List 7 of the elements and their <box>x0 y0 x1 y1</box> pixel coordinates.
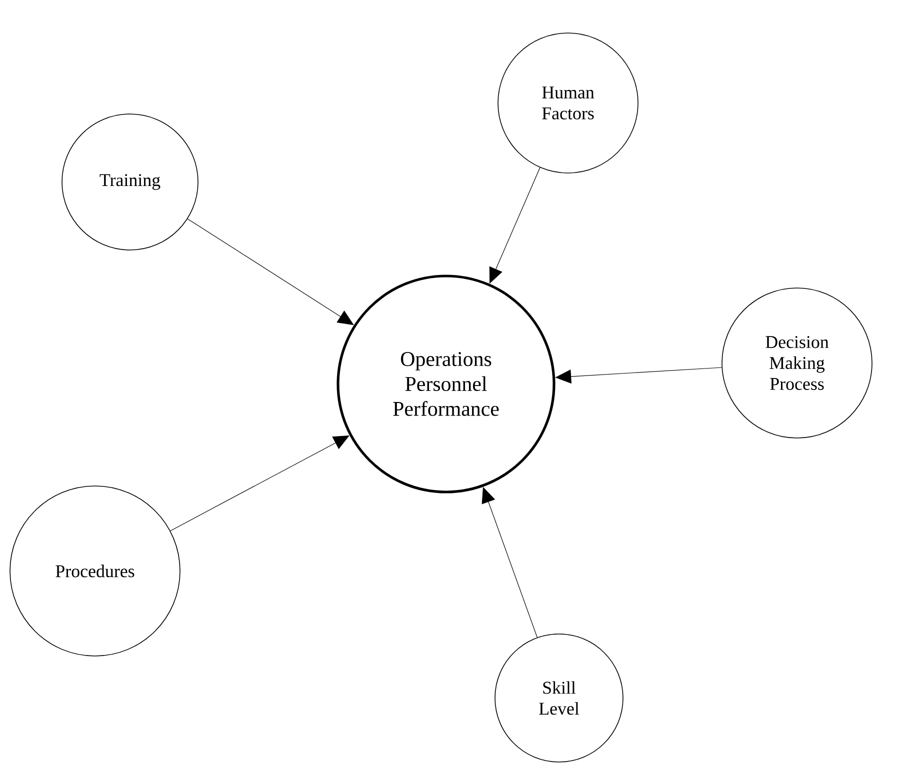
circle-node: Procedures <box>10 486 180 656</box>
arrow <box>187 218 354 326</box>
circle-node: Skill Level <box>494 634 624 762</box>
circle-node: Human Factors <box>498 32 638 174</box>
circle-node: Decision Making Process <box>722 288 872 438</box>
circle-node: Training <box>62 114 198 250</box>
circle-node: Operations Personnel Performance <box>336 274 556 494</box>
